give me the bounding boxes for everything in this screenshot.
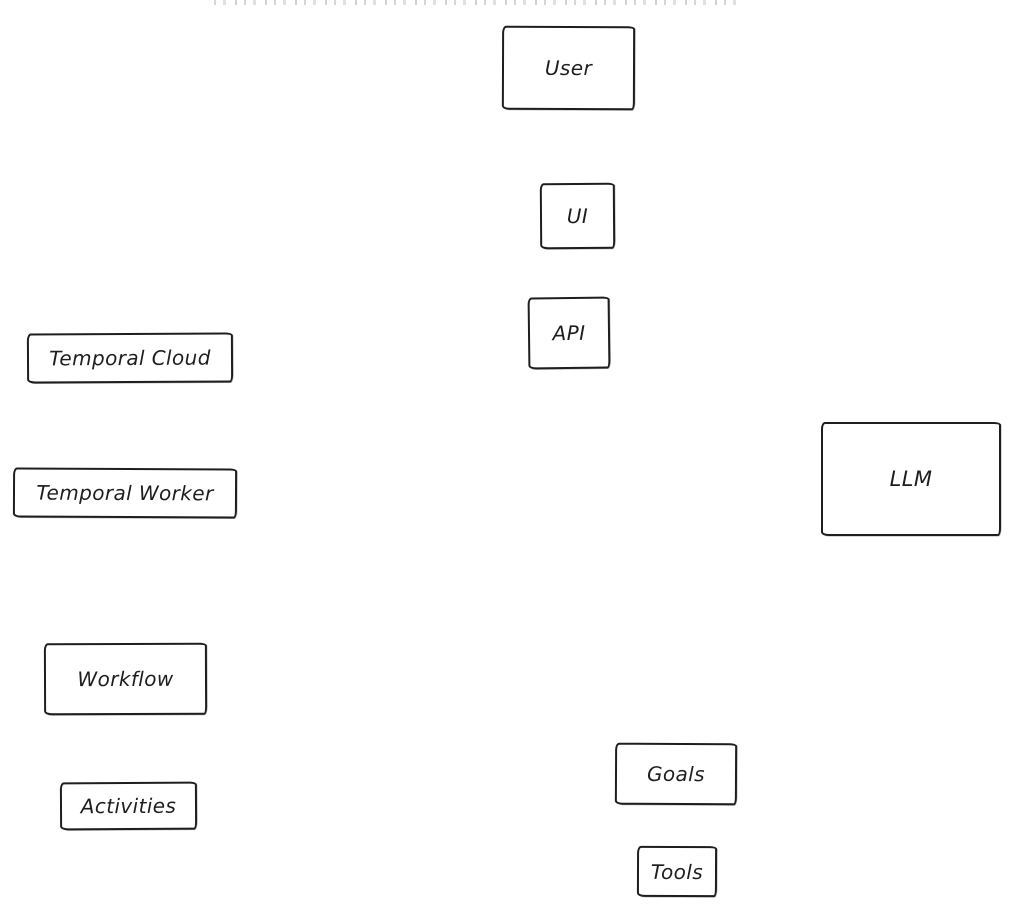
diagram-node-temporal-worker[interactable]: Temporal Worker [12,467,238,519]
diagram-node-user[interactable]: User [501,25,636,111]
diagram-node-tools[interactable]: Tools [636,845,718,898]
diagram-node-workflow[interactable]: Workflow [43,642,208,716]
node-label-temporal-cloud: Temporal Cloud [49,345,211,371]
clipped-text-fragment [214,0,744,5]
diagram-node-goals[interactable]: Goals [614,742,738,806]
node-label-workflow: Workflow [77,666,174,692]
diagram-node-llm[interactable]: LLM [821,422,1001,536]
node-label-temporal-worker: Temporal Worker [36,480,214,506]
node-label-user: User [544,55,593,81]
diagram-node-temporal-cloud[interactable]: Temporal Cloud [26,332,234,384]
node-label-api: API [552,320,586,346]
node-label-goals: Goals [646,761,706,787]
diagram-node-api[interactable]: API [527,296,611,370]
node-label-llm: LLM [889,467,933,491]
node-label-ui: UI [566,203,589,229]
diagram-node-activities[interactable]: Activities [59,781,198,831]
diagram-node-ui[interactable]: UI [539,182,616,250]
node-label-activities: Activities [80,793,177,819]
node-label-tools: Tools [650,859,704,884]
